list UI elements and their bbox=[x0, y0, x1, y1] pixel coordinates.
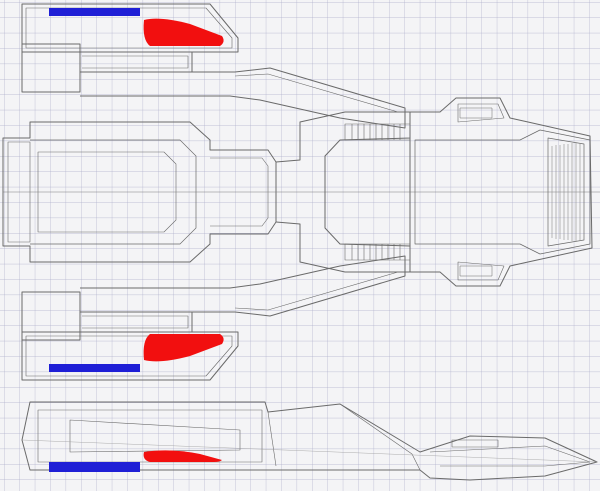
upper-vent bbox=[344, 123, 411, 141]
lower-nacelle bbox=[21, 291, 239, 381]
side-nacelle bbox=[21, 401, 598, 481]
upper-nacelle-grille bbox=[49, 8, 140, 16]
side-view bbox=[21, 401, 598, 481]
side-nacelle-grille bbox=[49, 462, 140, 472]
lower-bussard-collector bbox=[143, 334, 224, 362]
side-vent bbox=[451, 439, 499, 448]
lower-nacelle-grille bbox=[49, 364, 140, 372]
top-view bbox=[2, 3, 600, 381]
side-bussard-collector bbox=[143, 450, 222, 462]
hull-connector bbox=[275, 111, 411, 273]
upper-bussard-collector bbox=[143, 18, 224, 46]
lower-pylon bbox=[80, 255, 406, 317]
upper-pylon bbox=[80, 67, 406, 129]
hull-panels bbox=[459, 107, 493, 277]
primary-hull bbox=[409, 97, 593, 287]
deflector-grille bbox=[551, 143, 581, 241]
